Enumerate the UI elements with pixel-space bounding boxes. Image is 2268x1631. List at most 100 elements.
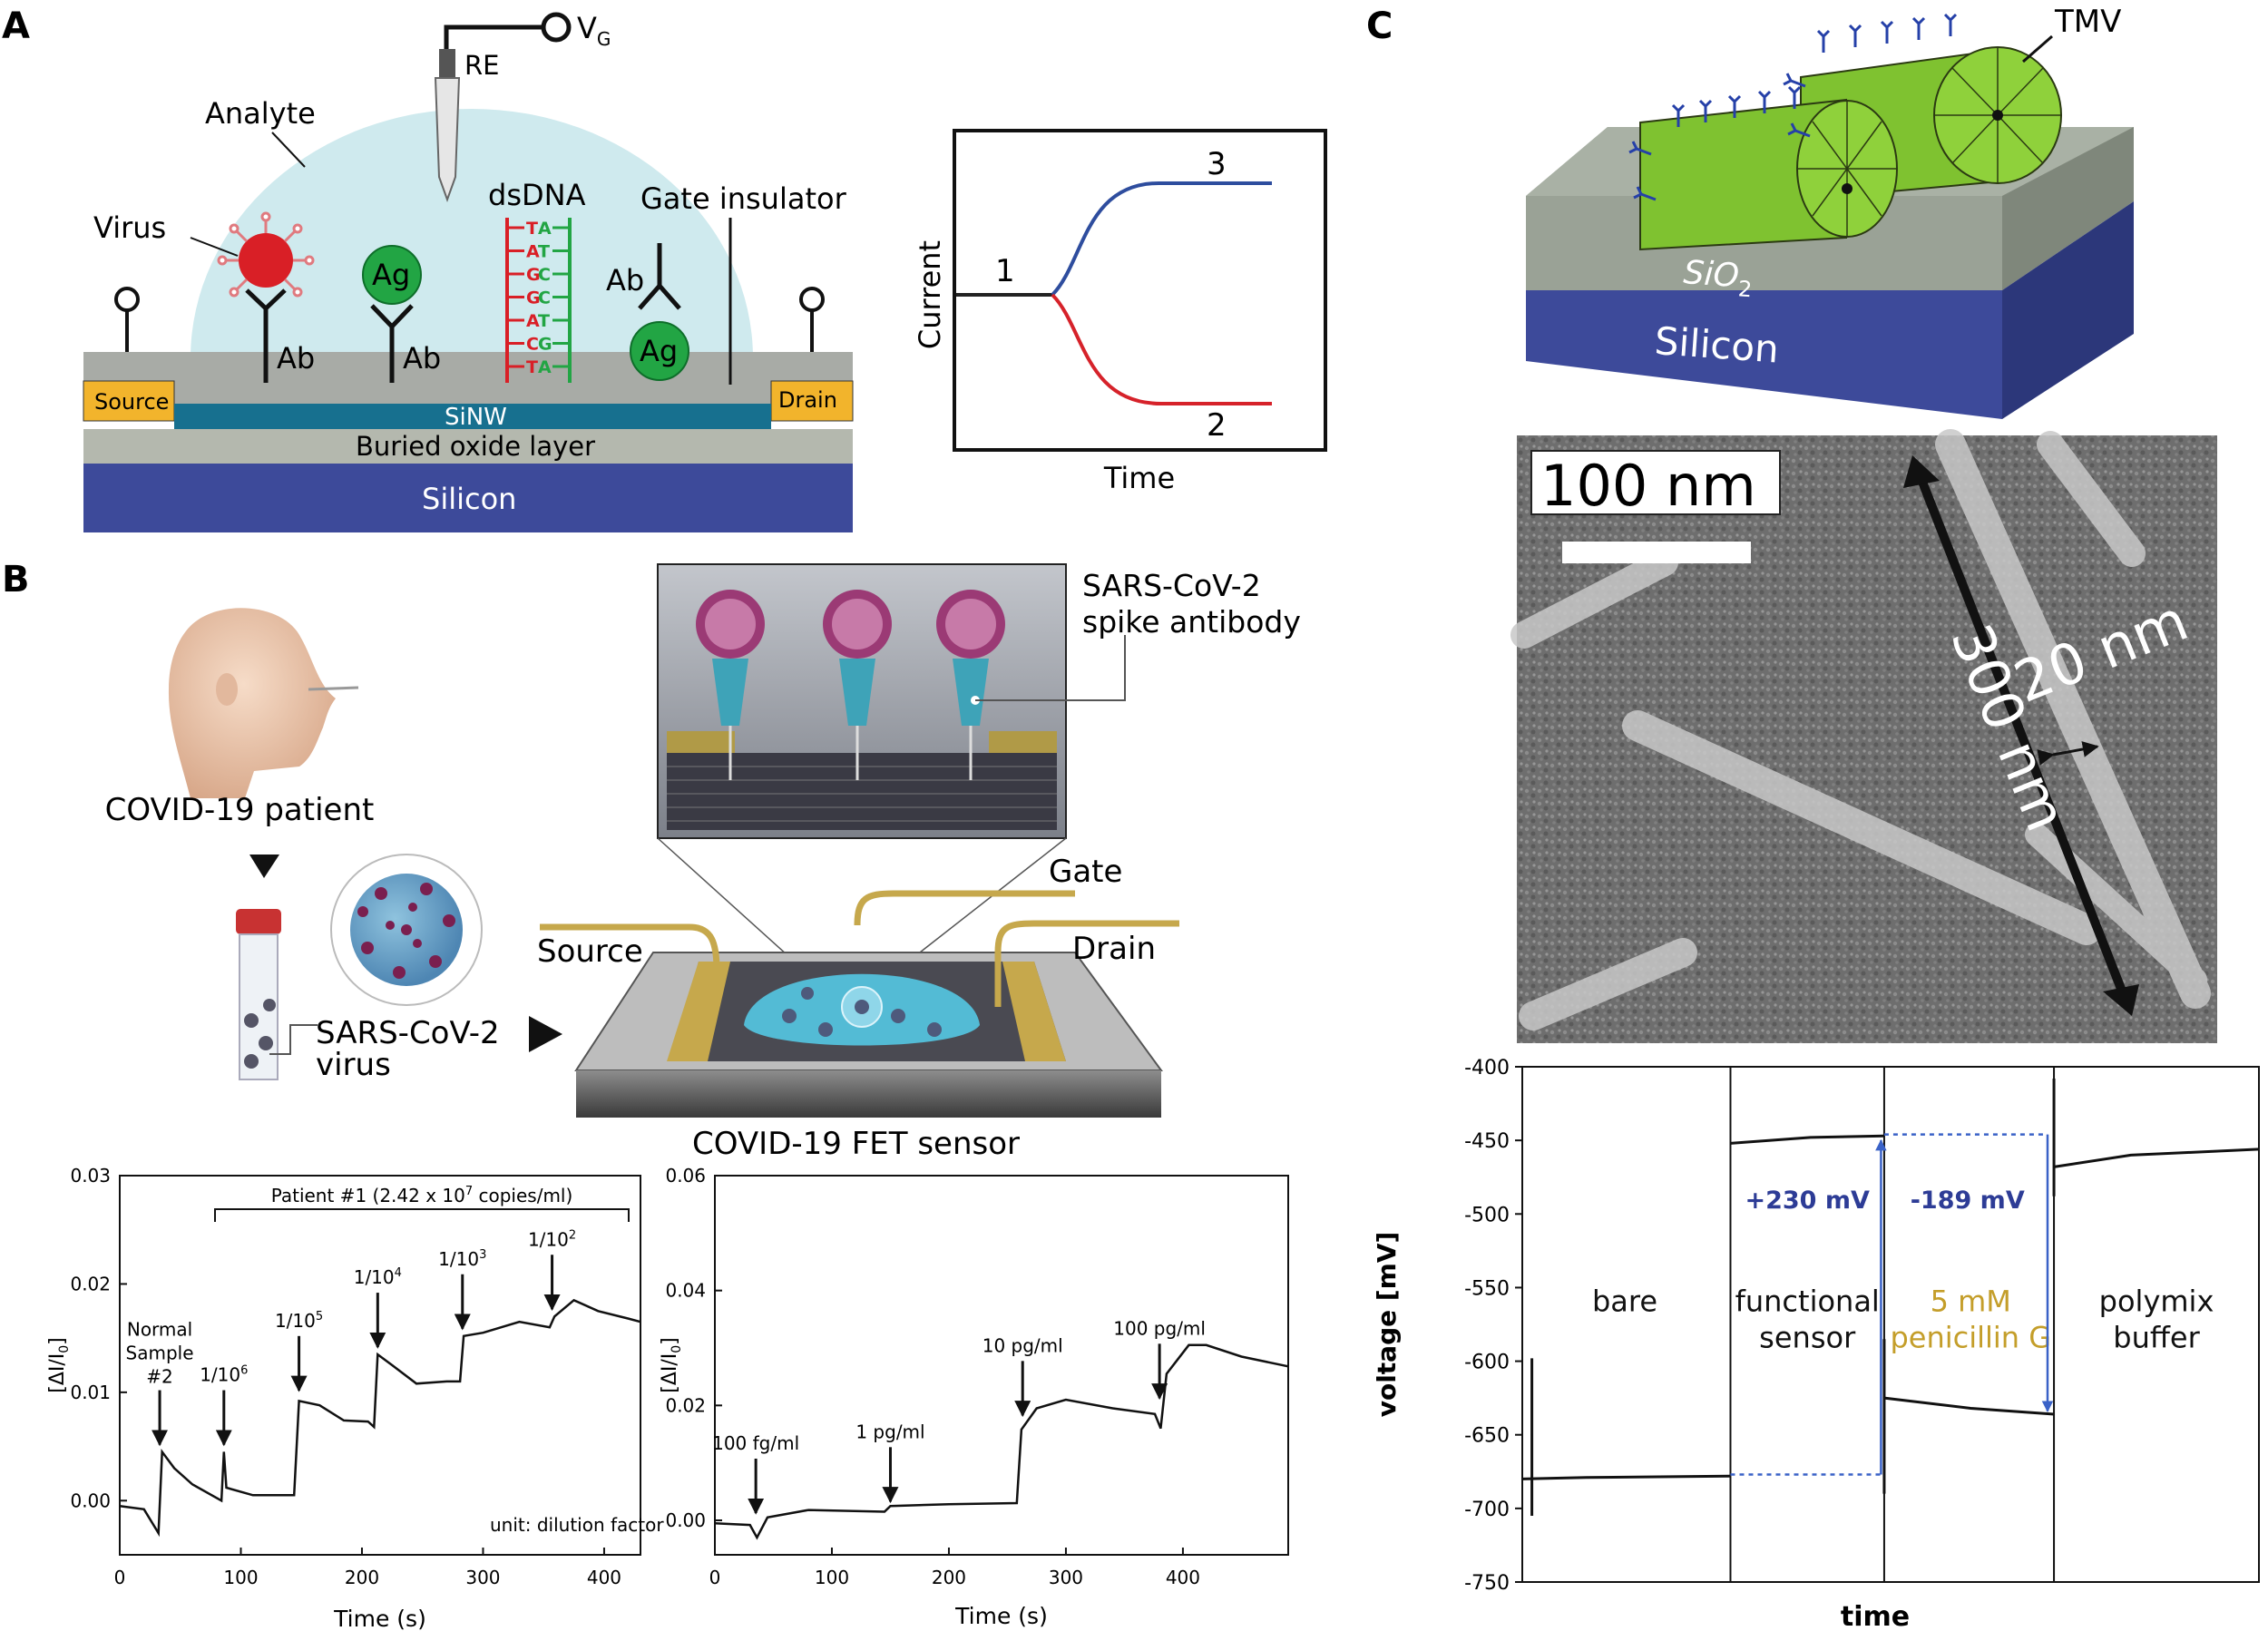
annotation-sup: 5	[316, 1310, 323, 1323]
x-tick-label: 100	[223, 1567, 258, 1588]
dna-base-right: A	[538, 357, 552, 377]
dilution-chart-frame	[119, 1175, 641, 1556]
y-tick-label: 0.02	[70, 1273, 111, 1294]
panel-label-c: C	[1366, 5, 1393, 47]
virus-icon	[217, 211, 315, 298]
annotation-text: 1/10	[200, 1364, 240, 1386]
spike-antibody-icons	[696, 590, 1005, 780]
dsdna-label: dsDNA	[488, 178, 586, 212]
analyte-droplet	[191, 109, 753, 358]
silicon-label: Silicon	[422, 482, 516, 516]
bracket-label: Patient #1 (2.42 x 107 copies/ml)	[271, 1185, 573, 1206]
y-tick-label: -600	[1464, 1352, 1510, 1374]
sensor-label: COVID-19 FET sensor	[692, 1126, 1020, 1162]
annotation-sup: 2	[569, 1228, 576, 1242]
source-label-b: Source	[537, 933, 643, 970]
unit-note: unit: dilution factor	[490, 1514, 664, 1536]
width-arrow	[2037, 741, 2099, 766]
dilution-xlabel: Time (s)	[333, 1606, 426, 1631]
sio2-label: SiO2	[1682, 254, 1755, 302]
annotation-label: 1/103	[438, 1248, 486, 1270]
vg-label: VG	[577, 11, 611, 50]
gate-label: Gate	[1049, 854, 1122, 890]
time-axis-label: Time	[1103, 461, 1175, 495]
source-electrode	[83, 380, 175, 422]
drain-contact-icon	[799, 287, 825, 312]
x-tick-label: 400	[587, 1567, 621, 1588]
source-contact-icon	[114, 287, 140, 312]
down-arrow-icon	[249, 855, 279, 878]
sem-image: 100 nm 300 nm 20 nm	[1510, 429, 2217, 1043]
curve-label-2: 2	[1207, 407, 1227, 444]
y-tick-label: 0.04	[665, 1280, 706, 1302]
region-label: polymix	[2099, 1284, 2214, 1318]
annotation-label: 1 pg/ml	[855, 1421, 924, 1442]
voltage-delta-annotations: +230 mV -189 mV	[1730, 1133, 2054, 1476]
dna-base-left: C	[526, 335, 539, 355]
re-label: RE	[464, 50, 499, 81]
annotation-text: 1/10	[354, 1266, 395, 1288]
current-axis-label: Current	[913, 240, 947, 349]
spike-label-2: spike antibody	[1082, 604, 1301, 640]
region-label: bare	[1592, 1284, 1657, 1318]
silicon-substrate	[83, 464, 853, 532]
sinw-channel	[174, 404, 771, 429]
dna-base-right: C	[538, 288, 551, 308]
annotation-text: 1/10	[528, 1228, 569, 1250]
tmv-rods-sem	[1510, 429, 2211, 1030]
reference-electrode-icon	[439, 49, 455, 78]
tmv-rod-icon-2	[1639, 98, 1898, 251]
silicon-label-c: Silicon	[1653, 318, 1780, 371]
sars-cov-2-virus-icon	[350, 874, 463, 986]
dna-base-right: T	[538, 311, 550, 331]
dilution-trace	[119, 1298, 641, 1538]
ab-label-3: Ab	[606, 263, 644, 298]
annotation-sup: 4	[395, 1266, 402, 1280]
delta-label-down: -189 mV	[1911, 1187, 2025, 1215]
antigen-icon-2	[630, 321, 689, 381]
delta-label-up: +230 mV	[1745, 1187, 1870, 1215]
scale-label: 100 nm	[1540, 453, 1756, 519]
y-tick-label: -650	[1464, 1425, 1510, 1448]
antibody-icon-3	[638, 243, 681, 310]
annotation-text: 10 pg/ml	[982, 1334, 1063, 1356]
patient-bracket	[214, 1208, 630, 1222]
x-tick-label: 200	[932, 1567, 966, 1588]
ab-label-1: Ab	[277, 341, 315, 376]
dna-base-right: T	[538, 242, 550, 262]
y-tick-label: -450	[1464, 1130, 1510, 1153]
sinw-label: SiNW	[445, 404, 507, 431]
region-label: sensor	[1759, 1320, 1856, 1354]
annotation-text: 1/10	[275, 1310, 316, 1332]
annotation-label: 1/104	[354, 1266, 402, 1288]
scale-label-box	[1530, 450, 1781, 515]
annotation-label: 1/105	[275, 1310, 323, 1332]
curve-label-1: 1	[995, 253, 1015, 289]
fet-chip-icon	[574, 952, 1163, 1118]
right-arrow-icon	[529, 1016, 562, 1052]
region-label: penicillin G	[1890, 1320, 2051, 1354]
silicon-layer-c	[1526, 290, 2002, 419]
x-tick-label: 200	[345, 1567, 379, 1588]
y-tick-label: -500	[1464, 1204, 1510, 1226]
ag-label-1: Ag	[372, 258, 410, 292]
panel-b-illustration: COVID-19 patient SARS-CoV-2 virus	[105, 563, 1301, 1162]
annotation-label: 100 fg/ml	[712, 1432, 799, 1454]
annotation-label: Normal	[127, 1319, 192, 1341]
region-label: buffer	[2113, 1320, 2200, 1354]
y-tick-label: -400	[1464, 1057, 1510, 1079]
annotation-sup: 3	[479, 1248, 486, 1262]
voltage-ylabel: voltage [mV]	[1372, 1232, 1402, 1418]
y-tick-label: -550	[1464, 1277, 1510, 1300]
x-tick-label: 0	[114, 1567, 126, 1588]
sample-tube-icon	[236, 909, 281, 1080]
panel-label-b: B	[2, 559, 30, 601]
voltage-xlabel: time	[1841, 1601, 1910, 1631]
annotation-text: 100 fg/ml	[712, 1432, 799, 1454]
y-tick-label: 0.00	[70, 1489, 111, 1511]
panel-label-a: A	[2, 5, 30, 47]
